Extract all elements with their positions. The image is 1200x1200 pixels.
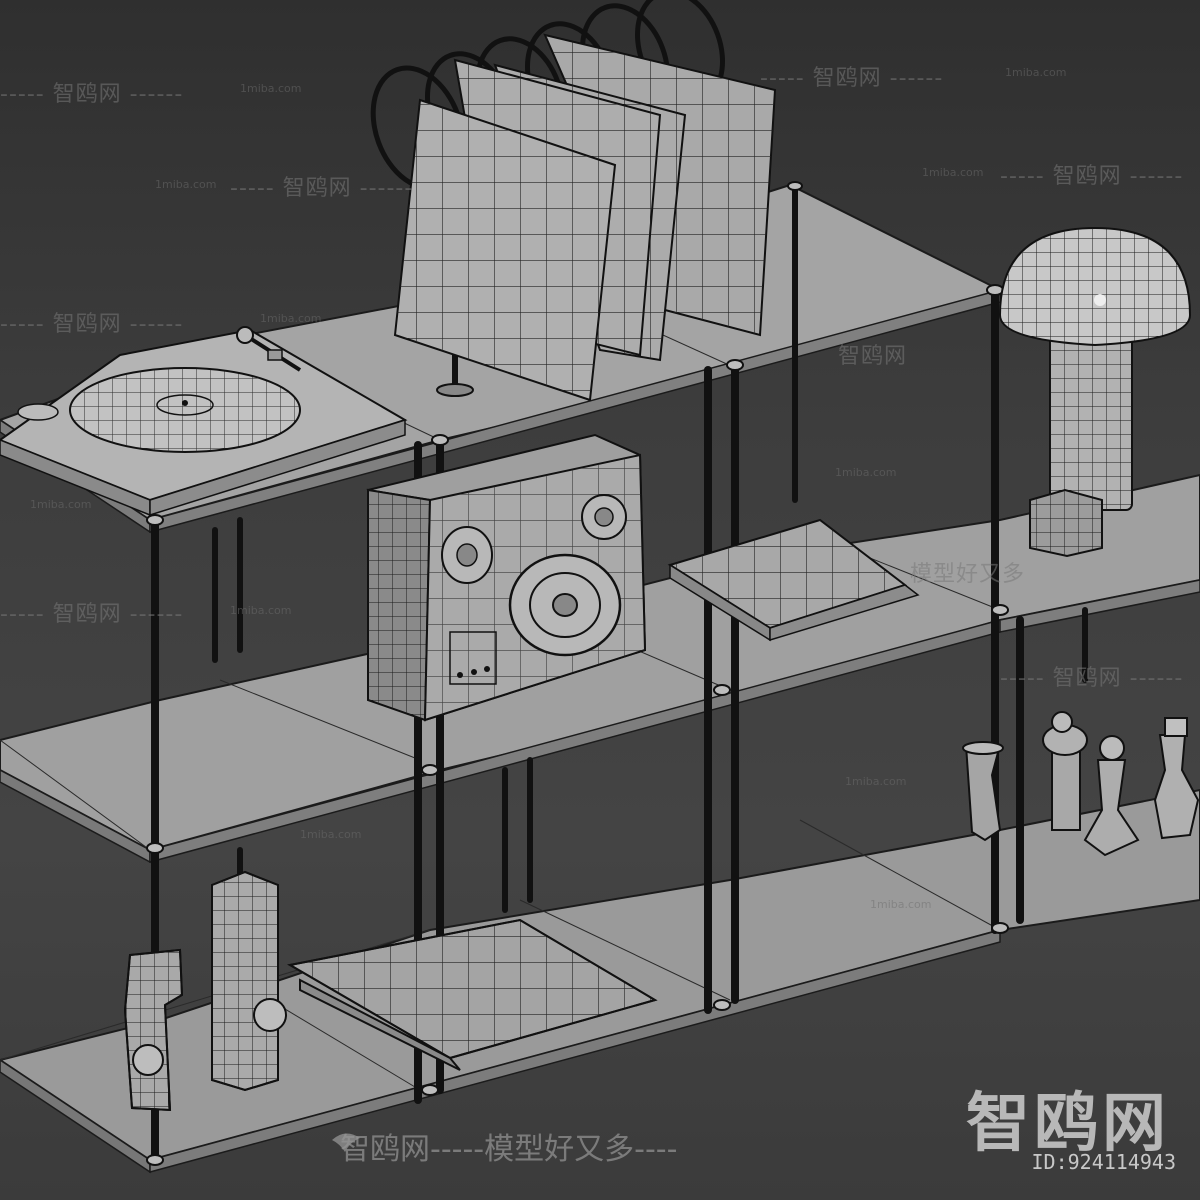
watermark-text: ----- 智鸥网 ------ xyxy=(1000,666,1184,691)
watermark-site: 1miba.com xyxy=(845,775,907,788)
watermark-text: 智鸥网 xyxy=(838,344,908,369)
watermark-site: 1miba.com xyxy=(30,498,92,511)
watermark-site: 1miba.com xyxy=(300,828,362,841)
record-rack xyxy=(370,0,777,402)
watermark-tag: 模型好又多 xyxy=(910,562,1026,587)
watermark-text: ----- 智鸥网 ------ xyxy=(0,312,184,337)
speaker-box xyxy=(366,433,647,722)
watermark-site: 1miba.com xyxy=(240,82,302,95)
watermark-site: 1miba.com xyxy=(870,898,932,911)
model-id: ID:924114943 xyxy=(1031,1150,1177,1174)
watermark-text: ----- 智鸥网 ------ xyxy=(230,176,414,201)
vase-set xyxy=(962,711,1200,857)
post-joints xyxy=(146,181,1009,1166)
records-flat xyxy=(287,918,658,1071)
watermark-site: 1miba.com xyxy=(155,178,217,191)
watermark-slogan: 智鸥网-----模型好又多---- xyxy=(340,1124,677,1168)
puzzle-cube xyxy=(1029,488,1103,558)
watermark-site: 1miba.com xyxy=(922,166,984,179)
bottom-sculptures xyxy=(123,870,287,1112)
watermark-text: ----- 智鸥网 ------ xyxy=(0,602,184,627)
mushroom-lamp xyxy=(998,226,1192,511)
watermark-site: 1miba.com xyxy=(230,604,292,617)
watermark-slogan-text: 智鸥网-----模型好又多---- xyxy=(340,1132,678,1167)
watermark-text: ----- 智鸥网 ------ xyxy=(1000,164,1184,189)
turntable xyxy=(0,326,408,517)
brand-logo: 智鸥网 xyxy=(966,1087,1170,1161)
watermark-site: 1miba.com xyxy=(1005,66,1067,79)
watermark-site: 1miba.com xyxy=(260,312,322,325)
watermark-site: 1miba.com xyxy=(835,466,897,479)
book-stack xyxy=(667,518,920,642)
bird-logo-icon xyxy=(332,1133,360,1152)
watermark-text: ----- 智鸥网 ------ xyxy=(760,66,944,91)
watermark-text: ----- 智鸥网 ------ xyxy=(0,82,184,107)
